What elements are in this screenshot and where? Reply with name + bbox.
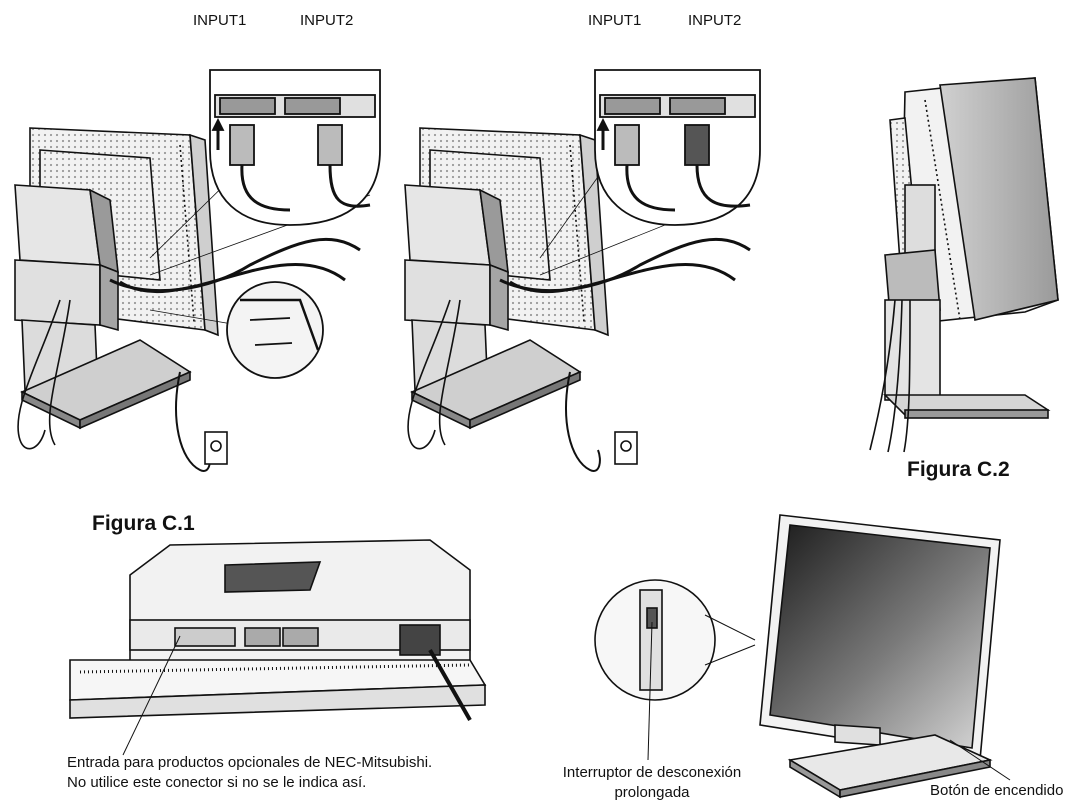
- port-magnifier-right: [594, 69, 761, 226]
- optional-port-callout-line2: No utilice este conector si no se le ind…: [67, 774, 367, 791]
- input2-label-right: INPUT2: [688, 12, 742, 29]
- input1-label-right: INPUT1: [588, 12, 642, 29]
- connector-panel-illustration: [69, 539, 487, 756]
- port-magnifier-left: [209, 69, 381, 226]
- switch-label-line2: prolongada: [614, 784, 690, 801]
- figure-c2-title: Figura C.2: [907, 458, 1010, 481]
- monitor-front-view: [594, 514, 1011, 799]
- power-button-label: Botón de encendido: [930, 782, 1064, 799]
- optional-port-callout-line1: Entrada para productos opcionales de NEC…: [67, 754, 433, 771]
- monitor-rear-view-left: [14, 127, 371, 472]
- monitor-rear-view-right: [404, 127, 751, 472]
- switch-label-line1: Interruptor de desconexión: [562, 764, 742, 781]
- figure-c1-title: Figura C.1: [92, 512, 195, 535]
- monitor-side-view: [869, 77, 1059, 453]
- cable-clip-magnifier: [226, 281, 324, 379]
- input1-label-left: INPUT1: [193, 12, 247, 29]
- input2-label-left: INPUT2: [300, 12, 354, 29]
